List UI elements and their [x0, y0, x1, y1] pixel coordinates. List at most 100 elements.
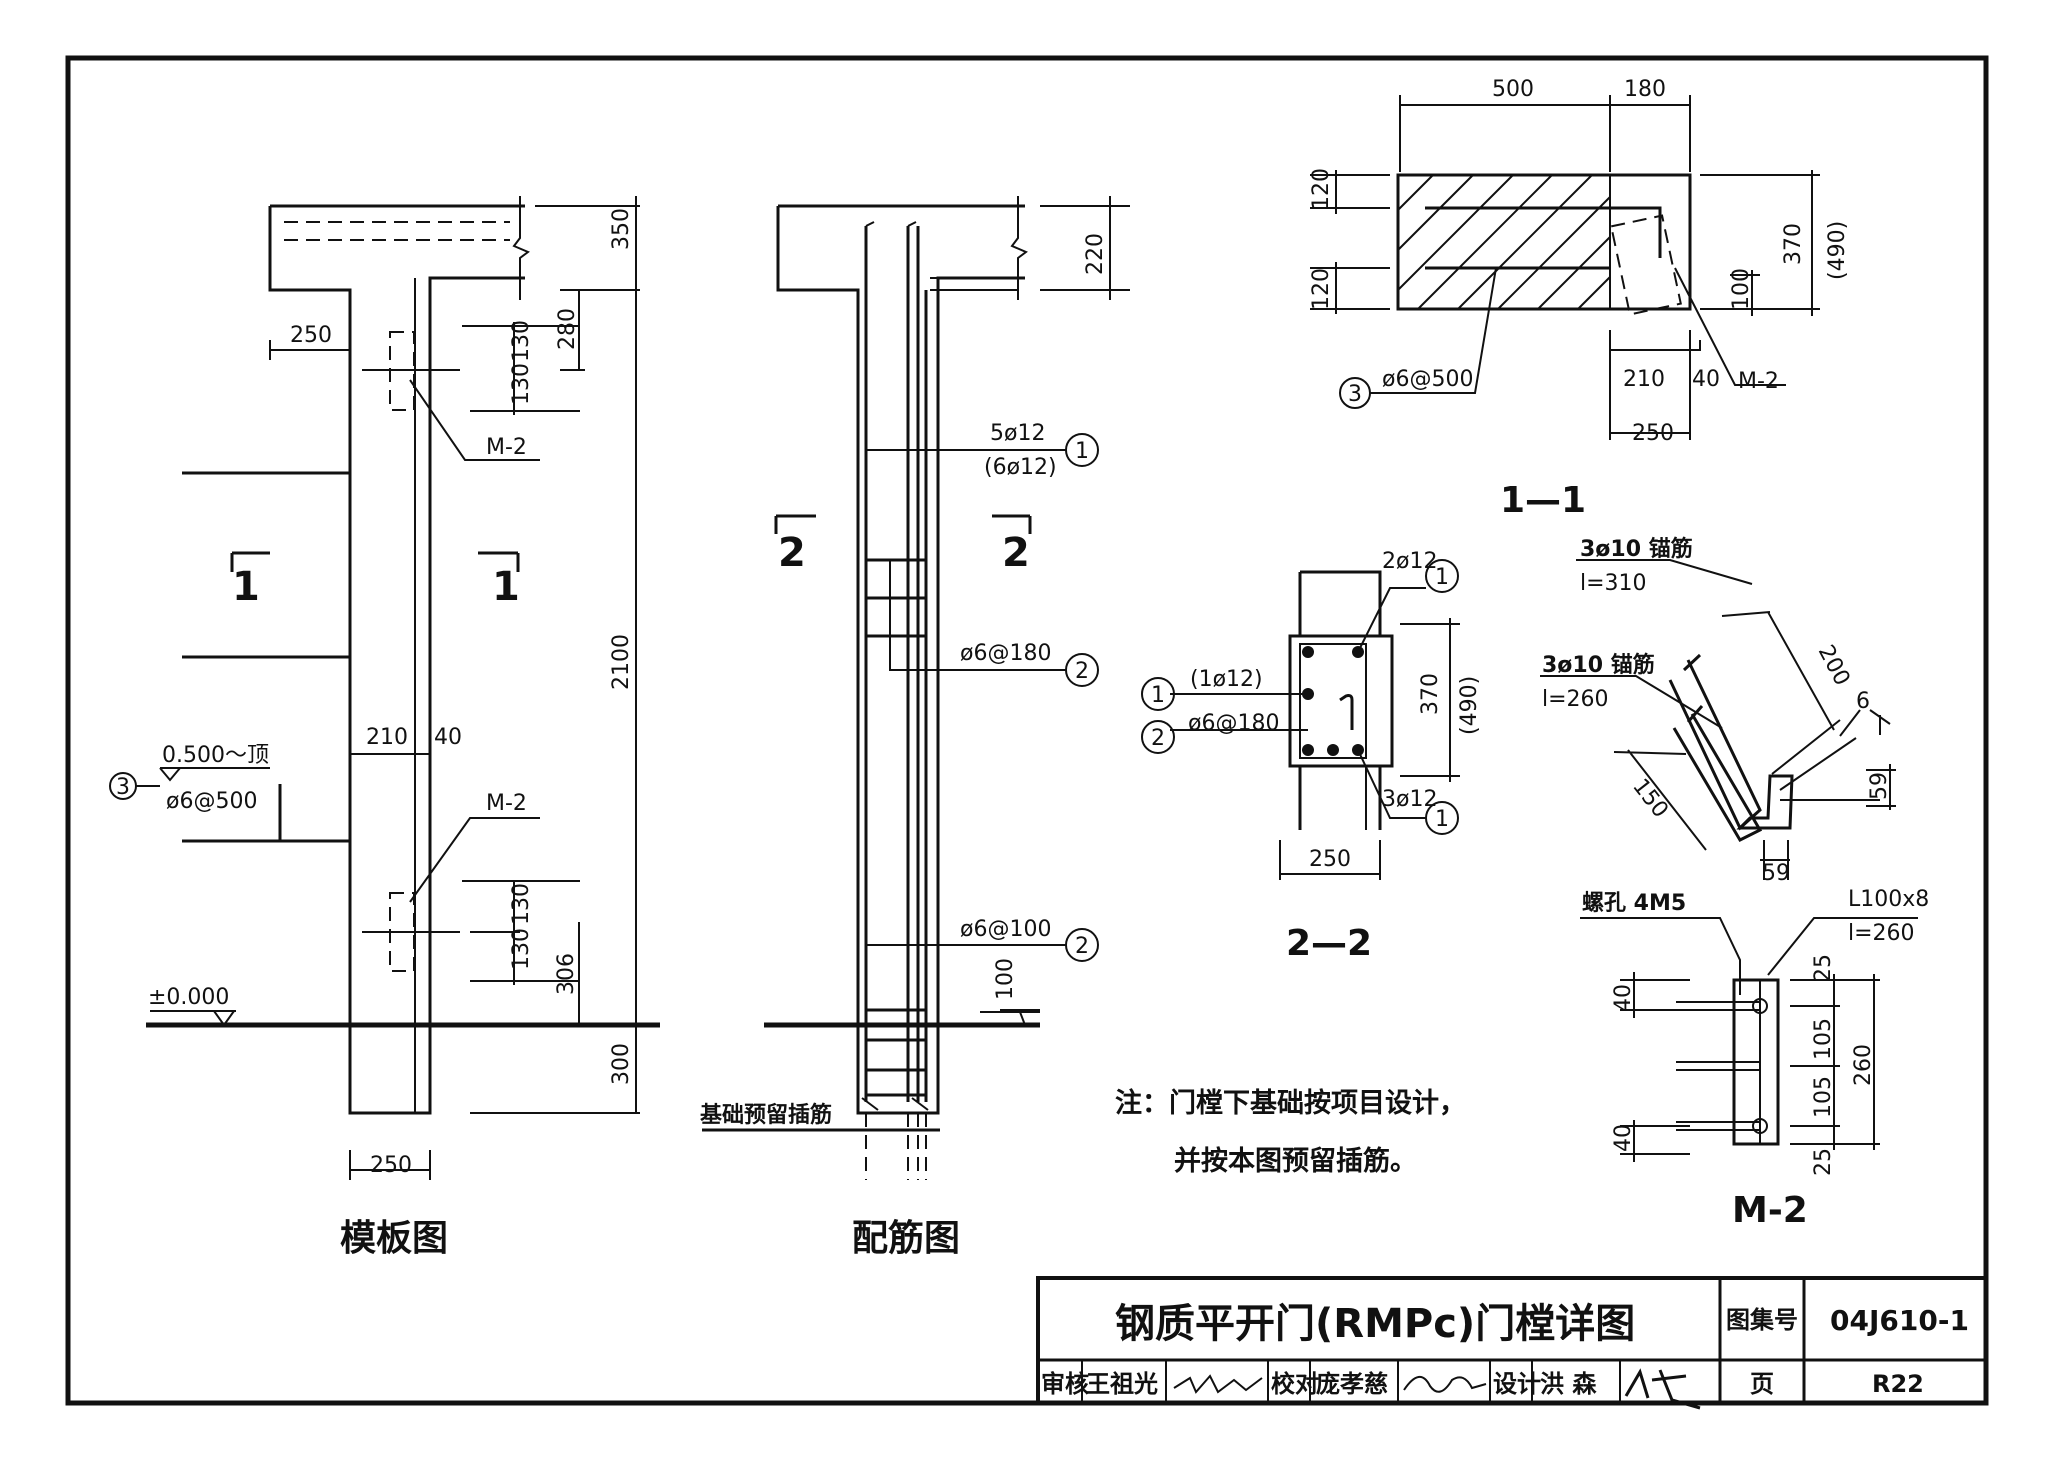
formwork-dim-8: 130	[509, 883, 534, 925]
section-2-2-circle-a: 1	[1435, 565, 1449, 590]
formwork-dim-7: 40	[434, 725, 462, 750]
formwork-dim-0: 350	[609, 208, 634, 250]
title-block-review-label: 审核	[1041, 1370, 1089, 1398]
formwork-dim-3: 130	[509, 320, 534, 362]
reinforcement-dowel: 基础预留插筋	[700, 1102, 832, 1128]
m2-dim-105b: 105	[1811, 1076, 1836, 1118]
m2-anchor-2-length: l=260	[1542, 687, 1609, 712]
reviewer-signature	[1173, 1374, 1263, 1394]
formwork-section-mark-right: 1	[492, 564, 520, 610]
m2-anchor-1: 3ø10 锚筋	[1580, 536, 1693, 562]
section-1-1-circle3: 3	[1348, 382, 1362, 407]
section-2-2-circle-d: 1	[1435, 807, 1449, 832]
m2-dim-59b: 59	[1762, 861, 1790, 886]
section-1-1-dim-490: (490)	[1825, 221, 1850, 280]
section-1-1-dim-120a: 120	[1309, 168, 1334, 210]
reinforcement-dim-100: 100	[993, 958, 1018, 1000]
reinforcement-circle-2b: 2	[1075, 934, 1089, 959]
reinforcement-r2a: ø6@180	[960, 641, 1051, 666]
section-1-1-dim-500: 500	[1492, 77, 1534, 102]
reinforcement-section-mark-left: 2	[778, 530, 806, 576]
reinforcement-r1b: (6ø12)	[984, 455, 1057, 480]
section-1-1-hatch	[1397, 174, 1611, 310]
formwork-elev-05: 0.500～顶	[162, 743, 269, 768]
section-2-2-dim-370: 370	[1418, 673, 1443, 715]
formwork-dim-2: 250	[290, 323, 332, 348]
section-2-2-circle-b: 1	[1151, 683, 1165, 708]
m2-caption: M-2	[1732, 1190, 1808, 1231]
section-1-1-dim-250: 250	[1632, 421, 1674, 446]
note-line-1: 注：门樘下基础按项目设计，	[1115, 1087, 1466, 1119]
section-2-2-dim-490: (490)	[1457, 676, 1482, 735]
m2-dim-59a: 59	[1867, 772, 1892, 800]
formwork-dim-12: 250	[370, 1153, 412, 1178]
m2-dim-6: 6	[1856, 689, 1870, 714]
title-block-designer: 洪 森	[1540, 1370, 1597, 1398]
m2-dim-40b: 40	[1611, 1124, 1636, 1152]
section-2-2-view: 370 (490) 250 2ø12 (1ø12) ø6@180 3ø12 1 …	[1141, 549, 1482, 964]
formwork-elev-0: ±0.000	[148, 985, 229, 1010]
m2-bolt-hole: 螺孔 4M5	[1582, 891, 1686, 916]
designer-signature	[1624, 1368, 1701, 1410]
section-1-1-m2: M-2	[1738, 369, 1779, 394]
reinforcement-circle-1: 1	[1075, 439, 1089, 464]
m2-angle-length: l=260	[1848, 921, 1915, 946]
m2-angle: L100x8	[1848, 887, 1929, 912]
m2-dim-105a: 105	[1811, 1018, 1836, 1060]
section-1-1-dim-210: 210	[1623, 367, 1665, 392]
title-block-checker: 庞孝慈	[1316, 1370, 1388, 1398]
section-2-2-left2: ø6@180	[1188, 711, 1279, 736]
m2-dim-25b: 25	[1811, 1148, 1836, 1176]
title-block: 钢质平开门(RMPc)门樘详图 图集号 04J610-1 审核 王祖光 校对 庞…	[1036, 1276, 1988, 1410]
note-block: 注：门樘下基础按项目设计， 并按本图预留插筋。	[1115, 1087, 1466, 1177]
note-line-2: 并按本图预留插筋。	[1174, 1145, 1417, 1177]
reinforcement-dim-220: 220	[1083, 233, 1108, 275]
reinforcement-caption: 配筋图	[852, 1218, 960, 1259]
title-block-reviewer: 王祖光	[1086, 1370, 1158, 1398]
section-1-1-caption: 1—1	[1500, 480, 1586, 521]
section-1-1-dim-40: 40	[1692, 367, 1720, 392]
section-2-2-dim-250: 250	[1309, 847, 1351, 872]
formwork-caption: 模板图	[340, 1218, 448, 1259]
checker-signature	[1403, 1376, 1487, 1393]
section-1-1-dim-120b: 120	[1309, 268, 1334, 310]
m2-dim-25a: 25	[1811, 954, 1836, 982]
reinforcement-circle-2a: 2	[1075, 659, 1089, 684]
section-2-2-caption: 2—2	[1286, 923, 1372, 964]
sheet-border	[65, 55, 1989, 1406]
title-block-check-label: 校对	[1271, 1370, 1319, 1398]
formwork-rebar3: ø6@500	[166, 789, 257, 814]
section-1-1-dim-370: 370	[1781, 223, 1806, 265]
m2-anchor-1-length: l=310	[1580, 571, 1647, 596]
reinforcement-view: 220 100 5ø12 (6ø12) ø6@180 ø6@100 基础预留插筋…	[700, 196, 1130, 1259]
title-block-atlas-label: 图集号	[1726, 1306, 1798, 1334]
formwork-dim-6: 210	[366, 725, 408, 750]
title-block-atlas-no: 04J610-1	[1830, 1304, 1969, 1337]
section-2-2-top: 2ø12	[1382, 549, 1437, 574]
m2-dim-200: 200	[1813, 641, 1855, 690]
reinforcement-section-mark-right: 2	[1002, 530, 1030, 576]
title-block-page-label: 页	[1750, 1370, 1774, 1398]
section-2-2-circle-c: 2	[1151, 726, 1165, 751]
formwork-m2-top: M-2	[486, 435, 527, 460]
title-block-design-label: 设计	[1493, 1370, 1541, 1398]
title-block-title: 钢质平开门(RMPc)门樘详图	[1115, 1301, 1635, 1347]
title-block-page-no: R22	[1872, 1370, 1924, 1398]
section-1-1-dim-100: 100	[1729, 268, 1754, 310]
formwork-dim-9: 130	[509, 928, 534, 970]
formwork-circle3: 3	[116, 775, 130, 800]
section-1-1-view: 500 180 120 120 370 (490) 100 210 40 250…	[1309, 77, 1850, 521]
section-1-1-dim-180: 180	[1624, 77, 1666, 102]
formwork-dim-11: 300	[609, 1043, 634, 1085]
formwork-dim-4: 130	[509, 363, 534, 405]
reinforcement-r1: 5ø12	[990, 421, 1045, 446]
formwork-dim-5: 2100	[609, 634, 634, 690]
formwork-view: 350 280 250 130 130 2100 210 40 130 130 …	[109, 196, 660, 1259]
section-1-1-rebar3: ø6@500	[1382, 367, 1473, 392]
m2-dim-150: 150	[1627, 774, 1673, 822]
section-2-2-left1: (1ø12)	[1190, 667, 1263, 692]
formwork-section-mark-left: 1	[232, 564, 260, 610]
formwork-dim-1: 280	[555, 308, 580, 350]
reinforcement-r2b: ø6@100	[960, 917, 1051, 942]
